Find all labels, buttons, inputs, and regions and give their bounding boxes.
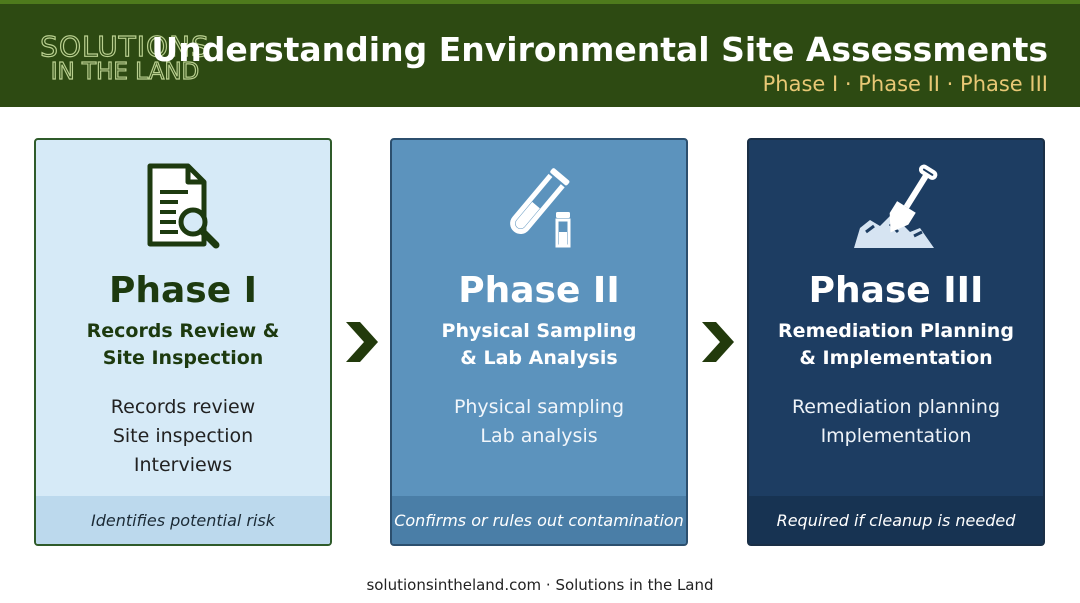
list-item: Physical sampling xyxy=(453,396,625,418)
list-item: Lab analysis xyxy=(480,425,598,447)
list-item: Implementation xyxy=(820,425,972,447)
list-item: Site inspection xyxy=(112,425,254,447)
phase-heading-line2: & Lab Analysis xyxy=(460,347,618,369)
phase-heading-line1: Physical Sampling xyxy=(441,320,637,342)
page-title: Understanding Environmental Site Assessm… xyxy=(151,30,1048,69)
phase-title: Phase II xyxy=(458,270,620,311)
document-search-icon xyxy=(36,162,330,252)
phase-item-list: Physical sampling Lab analysis xyxy=(392,393,686,451)
solutions-in-the-land-logo: SOLUTIONS IN THE LAND xyxy=(30,29,220,88)
phase-1-card: Phase I Records Review & Site Inspection… xyxy=(34,138,332,546)
phase-heading-line2: & Implementation xyxy=(799,347,993,369)
phase-heading: Remediation Planning & Implementation xyxy=(749,318,1043,372)
phase-item-list: Remediation planning Implementation xyxy=(749,393,1043,451)
phase-heading: Records Review & Site Inspection xyxy=(36,318,330,372)
phase-title: Phase III xyxy=(808,270,984,311)
page-subtitle: Phase I · Phase II · Phase III xyxy=(762,72,1048,96)
logo-line2: IN THE LAND xyxy=(50,58,200,85)
header-banner: SOLUTIONS IN THE LAND Understanding Envi… xyxy=(0,0,1080,107)
phase-footer: Required if cleanup is needed xyxy=(749,496,1043,544)
phase-heading-line1: Records Review & xyxy=(86,320,280,342)
phase-item-list: Records review Site inspection Interview… xyxy=(36,393,330,480)
chevron-right-icon xyxy=(700,322,736,362)
test-tube-icon xyxy=(392,162,686,252)
phase-heading-line1: Remediation Planning xyxy=(778,320,1014,342)
list-item: Remediation planning xyxy=(791,396,1001,418)
phase-footer: Confirms or rules out contamination xyxy=(392,496,686,544)
shovel-soil-icon xyxy=(749,162,1043,252)
site-footer-text: solutionsintheland.com · Solutions in th… xyxy=(366,576,714,594)
chevron-right-icon xyxy=(344,322,380,362)
phase-title: Phase I xyxy=(108,270,258,311)
phase-heading: Physical Sampling & Lab Analysis xyxy=(392,318,686,372)
phase-heading-line2: Site Inspection xyxy=(102,347,264,369)
phase-3-card: Phase III Remediation Planning & Impleme… xyxy=(747,138,1045,546)
phase-2-card: Phase II Physical Sampling & Lab Analysi… xyxy=(390,138,688,546)
logo-line1: SOLUTIONS xyxy=(40,29,210,63)
phase-footer: Identifies potential risk xyxy=(36,496,330,544)
list-item: Interviews xyxy=(133,454,233,476)
list-item: Records review xyxy=(110,396,256,418)
